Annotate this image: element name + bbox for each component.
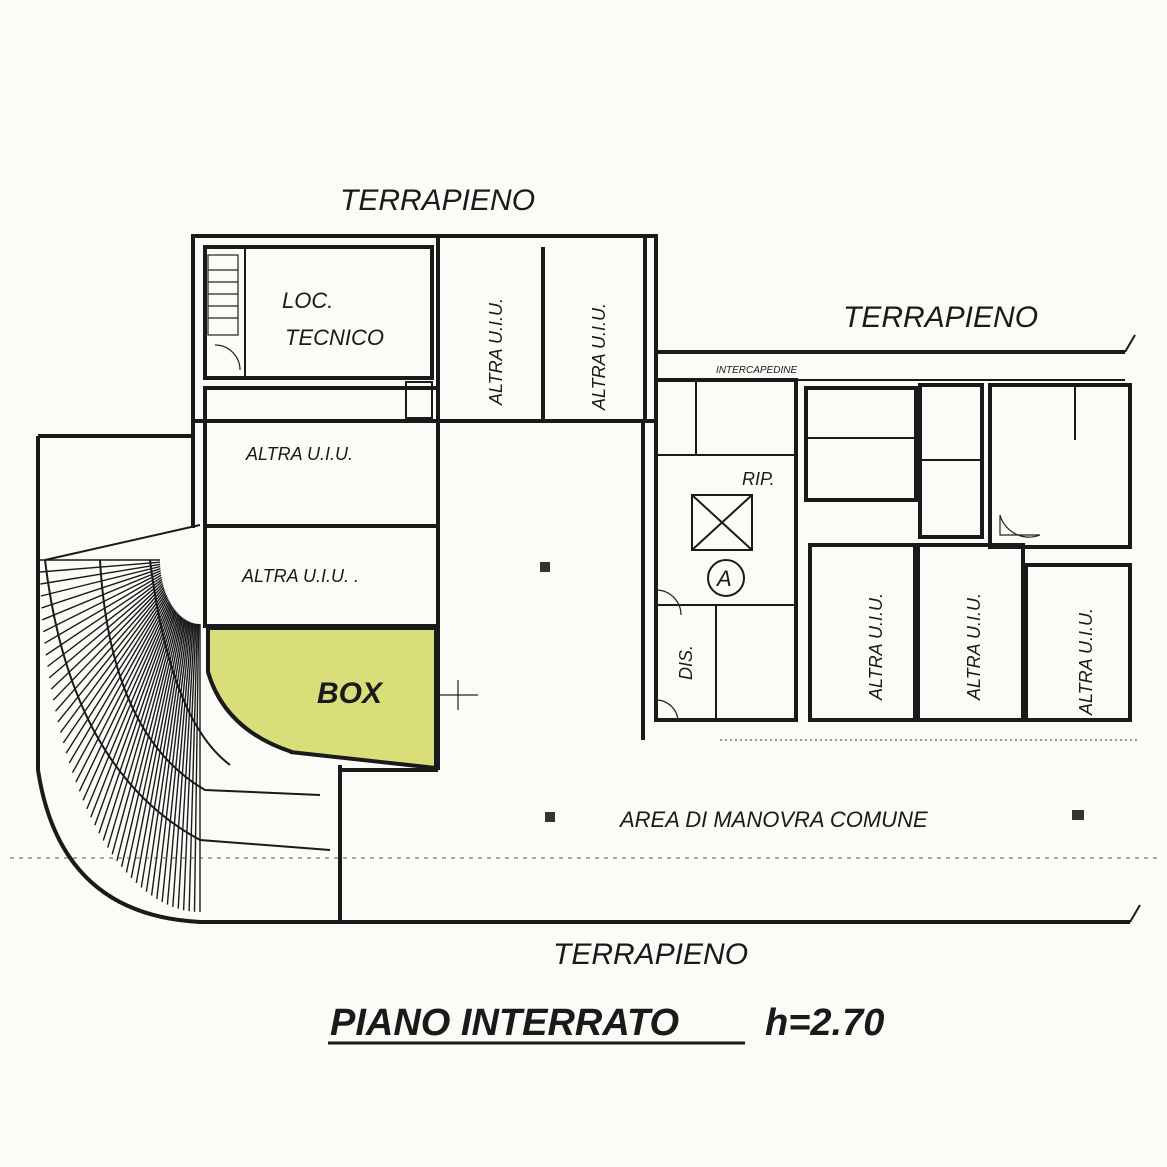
label-altra-uiu-v4: ALTRA U.I.U. [964,593,984,701]
title-height: h=2.70 [765,1002,884,1044]
label-altra-uiu-v5: ALTRA U.I.U. [1076,608,1096,716]
label-altra-uiu-1: ALTRA U.I.U. [245,444,353,464]
label-loc-tecnico-2: TECNICO [285,325,384,350]
label-loc-tecnico-1: LOC. [282,288,333,313]
label-intercapedine: INTERCAPEDINE [716,365,797,376]
label-altra-uiu-2: ALTRA U.I.U. . [241,566,359,586]
label-altra-uiu-v3: ALTRA U.I.U. [866,593,886,701]
label-box: BOX [317,677,384,710]
box-highlight [208,628,436,768]
central-walls [340,236,1141,924]
ramp [36,434,342,924]
column-markers [540,562,1084,822]
label-terrapieno-bottom: TERRAPIENO [553,938,748,971]
label-altra-uiu-v2: ALTRA U.I.U. [589,303,609,411]
stair-tech [207,254,241,371]
label-area-manovra: AREA DI MANOVRA COMUNE [618,807,928,832]
label-terrapieno-right: TERRAPIENO [843,301,1038,334]
label-lift-a: A [715,566,732,591]
title-piano-interrato: PIANO INTERRATO [330,1002,679,1044]
label-altra-uiu-v1: ALTRA U.I.U. [486,298,506,406]
label-rip: RIP. [742,469,775,489]
right-cluster [654,378,1132,723]
label-dis: DIS. [676,645,696,680]
label-terrapieno-top: TERRAPIENO [340,184,535,217]
